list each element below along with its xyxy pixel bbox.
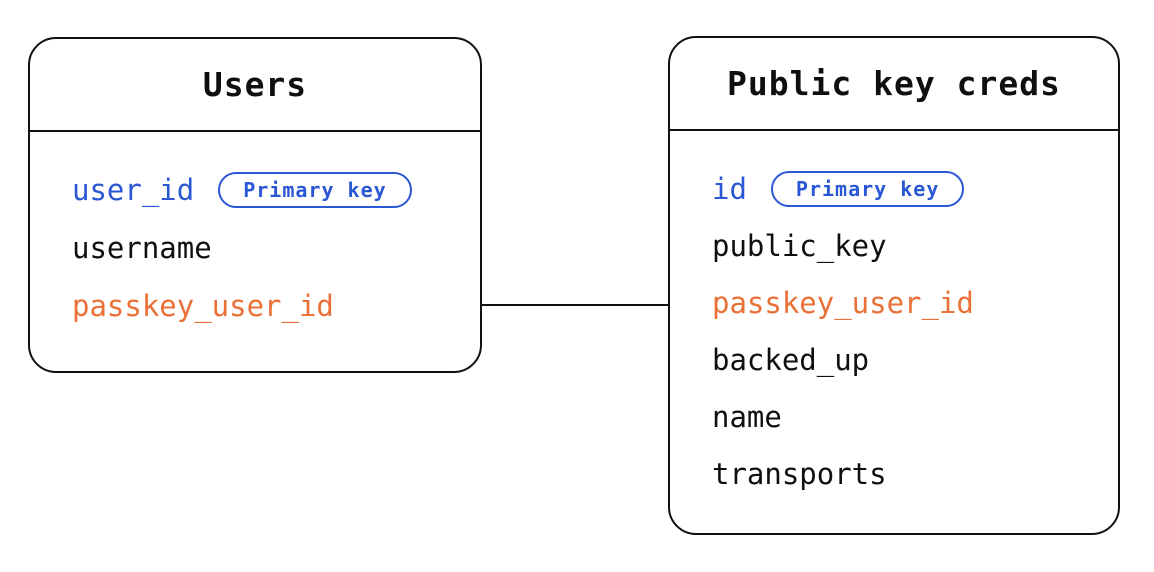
column-row-name: name [712, 388, 1118, 445]
column-name-passkey-user-id: passkey_user_id [72, 289, 334, 323]
column-name-backed-up: backed_up [712, 342, 870, 377]
table-title-public-key-creds: Public key creds [670, 38, 1118, 131]
column-name-public-key: public_key [712, 228, 887, 263]
column-row-transports: transports [712, 445, 1118, 502]
column-name-name: name [712, 399, 782, 434]
column-row-user-id: user_id Primary key [72, 161, 480, 219]
column-name-username: username [72, 231, 212, 265]
table-columns-public-key-creds: id Primary key public_key passkey_user_i… [670, 131, 1118, 502]
column-row-passkey-user-id: passkey_user_id [72, 277, 480, 335]
column-row-public-key: public_key [712, 217, 1118, 274]
table-node-users: Users user_id Primary key username passk… [28, 37, 482, 373]
column-name-passkey-user-id: passkey_user_id [712, 285, 974, 320]
column-name-id: id [712, 171, 747, 206]
column-name-user-id: user_id [72, 173, 195, 207]
primary-key-badge: Primary key [218, 172, 412, 208]
column-row-passkey-user-id: passkey_user_id [712, 274, 1118, 331]
relationship-line [482, 304, 668, 306]
column-name-transports: transports [712, 456, 887, 491]
column-row-id: id Primary key [712, 160, 1118, 217]
table-node-public-key-creds: Public key creds id Primary key public_k… [668, 36, 1120, 535]
column-row-backed-up: backed_up [712, 331, 1118, 388]
table-title-users: Users [30, 39, 480, 132]
primary-key-badge: Primary key [770, 170, 965, 207]
table-columns-users: user_id Primary key username passkey_use… [30, 132, 480, 335]
column-row-username: username [72, 219, 480, 277]
